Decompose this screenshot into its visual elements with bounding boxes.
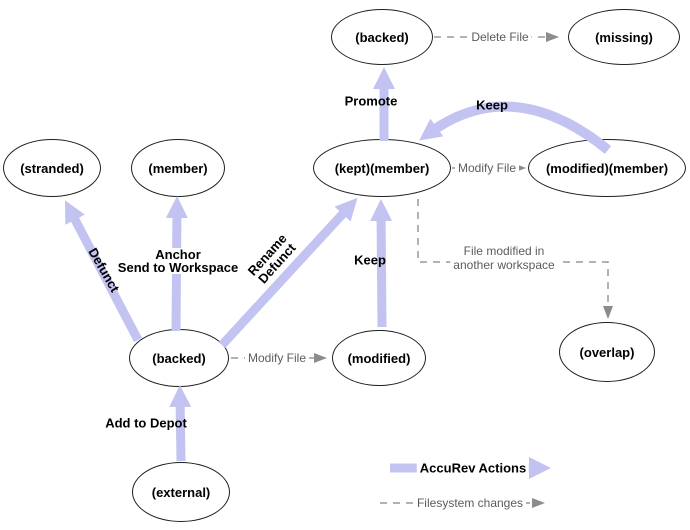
anchor-send-label: Anchor Send to Workspace xyxy=(114,248,242,275)
state-stranded: (stranded) xyxy=(3,139,101,197)
overlap-note-line2: another workspace xyxy=(453,258,555,272)
keep-arrow xyxy=(370,199,393,328)
state-backed-top: (backed) xyxy=(331,9,433,65)
keep-top-label: Keep xyxy=(476,97,508,113)
legend-filesystem-changes-label: Filesystem changes xyxy=(413,496,527,510)
state-modified: (modified) xyxy=(332,330,426,386)
state-overlap: (overlap) xyxy=(559,322,655,382)
state-missing: (missing) xyxy=(568,9,680,65)
modify-file-top-label: Modify File xyxy=(454,161,520,175)
rename-defunct-label: Rename Defunct xyxy=(245,231,299,287)
add-to-depot-label: Add to Depot xyxy=(105,415,187,431)
state-modified-member: (modified)(member) xyxy=(528,139,686,197)
overlap-note-label: File modified in another workspace xyxy=(450,244,558,272)
rename-defunct-arrow xyxy=(218,197,358,349)
modify-file-bottom-label: Modify File xyxy=(244,351,310,365)
legend-accurev-actions-label: AccuRev Actions xyxy=(416,460,530,476)
delete-file-label: Delete File xyxy=(468,30,532,44)
keep-label: Keep xyxy=(354,252,386,268)
state-backed: (backed) xyxy=(129,329,229,387)
overlap-note-line1: File modified in xyxy=(463,244,545,258)
promote-label: Promote xyxy=(344,93,398,109)
state-external: (external) xyxy=(132,462,230,522)
state-kept-member: (kept)(member) xyxy=(313,139,451,197)
anchor-label-line2: Send to Workspace xyxy=(117,260,239,275)
state-member: (member) xyxy=(131,139,225,197)
